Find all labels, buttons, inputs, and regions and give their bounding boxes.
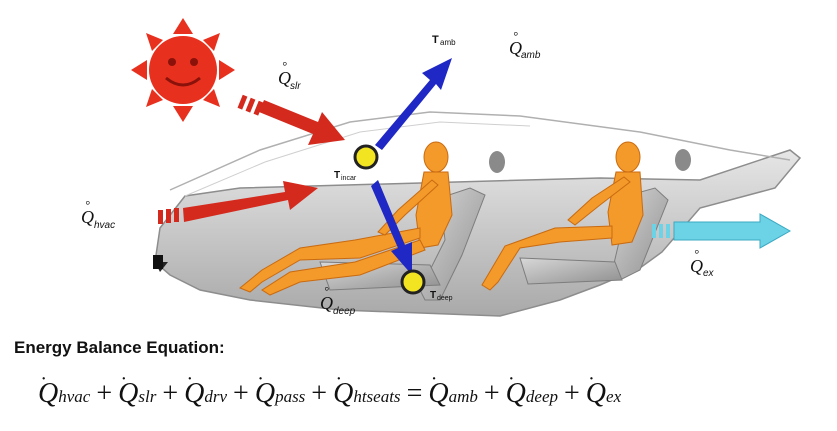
deep-heat-arrow bbox=[371, 180, 412, 275]
svg-text:T: T bbox=[430, 290, 436, 301]
svg-text:hvac: hvac bbox=[94, 220, 115, 231]
label-q-hvac: Q ° hvac bbox=[81, 198, 115, 231]
label-t-incar: T incar bbox=[334, 170, 357, 182]
label-t-amb: T amb bbox=[432, 34, 456, 47]
svg-text:Q: Q bbox=[690, 256, 703, 276]
plus-sign: + bbox=[483, 378, 500, 409]
label-q-slr: Q ° slr bbox=[278, 59, 301, 92]
rear-seat bbox=[519, 187, 669, 285]
term-q-htseats: ˙Qhtseats bbox=[333, 372, 401, 409]
label-q-amb: Q ° amb bbox=[509, 29, 541, 61]
deep-sensor bbox=[400, 269, 426, 295]
sun-icon bbox=[131, 18, 235, 122]
svg-text:Q: Q bbox=[320, 293, 333, 313]
plus-sign: + bbox=[311, 378, 328, 409]
svg-text:°: ° bbox=[513, 29, 518, 43]
plus-sign: + bbox=[162, 378, 179, 409]
plus-sign: + bbox=[233, 378, 249, 409]
svg-text:ex: ex bbox=[703, 268, 715, 279]
label-q-deep: Q ° deep bbox=[320, 284, 356, 317]
svg-text:T: T bbox=[432, 34, 439, 46]
svg-text:amb: amb bbox=[440, 38, 456, 47]
svg-text:°: ° bbox=[324, 284, 329, 298]
svg-text:Q: Q bbox=[81, 207, 94, 227]
term-q-amb: ˙Qamb bbox=[428, 372, 478, 409]
svg-text:Q: Q bbox=[509, 38, 522, 58]
ambient-heat-arrow bbox=[375, 58, 452, 150]
energy-balance-equation: ˙Qhvac+˙Qslr+˙Qdrv+˙Qpass+˙Qhtseats=˙Qam… bbox=[38, 372, 622, 410]
term-q-ex: ˙Qex bbox=[585, 372, 622, 409]
label-q-ex: Q ° ex bbox=[690, 247, 715, 279]
incar-sensor bbox=[353, 144, 379, 170]
svg-text:deep: deep bbox=[333, 306, 356, 317]
hvac-heat-arrow bbox=[158, 181, 318, 224]
svg-text:Q: Q bbox=[278, 68, 291, 88]
term-q-deep: ˙Qdeep bbox=[505, 372, 558, 409]
svg-text:deep: deep bbox=[437, 295, 453, 302]
svg-text:°: ° bbox=[282, 59, 287, 73]
equals-sign: = bbox=[406, 378, 423, 409]
svg-text:°: ° bbox=[694, 247, 699, 261]
svg-text:°: ° bbox=[85, 198, 90, 212]
solar-heat-arrow bbox=[237, 94, 345, 145]
svg-text:incar: incar bbox=[341, 175, 357, 182]
svg-text:T: T bbox=[334, 170, 340, 181]
term-q-drv: ˙Qdrv bbox=[184, 372, 228, 409]
svg-text:amb: amb bbox=[521, 50, 541, 61]
equation-heading: Energy Balance Equation: bbox=[14, 338, 225, 357]
plus-sign: + bbox=[96, 378, 113, 409]
plus-sign: + bbox=[564, 378, 580, 409]
term-q-hvac: ˙Qhvac bbox=[38, 372, 91, 409]
svg-text:slr: slr bbox=[290, 81, 301, 92]
label-t-deep: T deep bbox=[430, 290, 453, 302]
driver-mannequin bbox=[239, 141, 453, 296]
passenger-mannequin bbox=[481, 141, 644, 291]
term-q-slr: ˙Qslr bbox=[118, 372, 157, 409]
exhaust-heat-arrow bbox=[652, 213, 792, 249]
term-q-pass: ˙Qpass bbox=[254, 372, 306, 409]
